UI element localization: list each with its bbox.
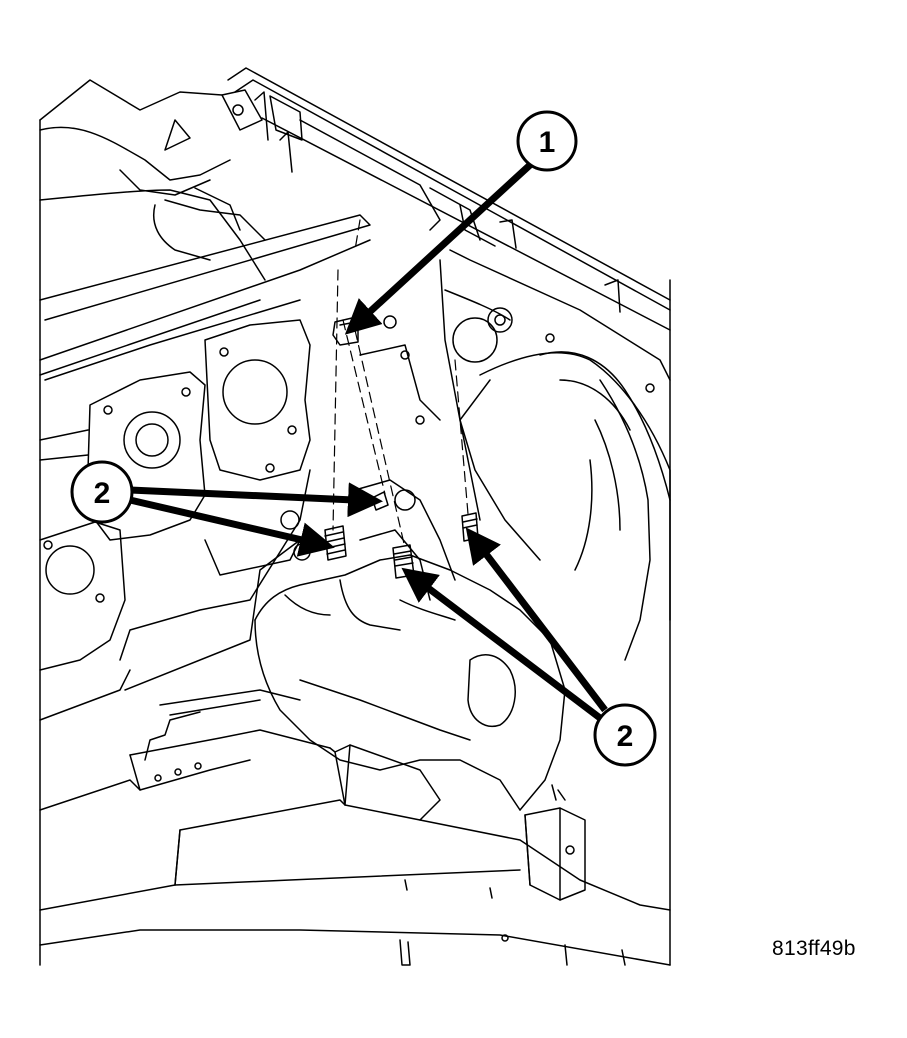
callout-2-left-label: 2 — [94, 477, 111, 510]
callout-2-right-label: 2 — [617, 720, 634, 753]
engine-compartment-illustration — [39, 67, 671, 966]
callout-1-label: 1 — [539, 126, 556, 159]
callout-1: 1 — [344, 110, 578, 335]
callout-2-right: 2 — [401, 527, 657, 767]
figure-code: 813ff49b — [772, 937, 856, 960]
callout-2-left: 2 — [70, 460, 383, 557]
